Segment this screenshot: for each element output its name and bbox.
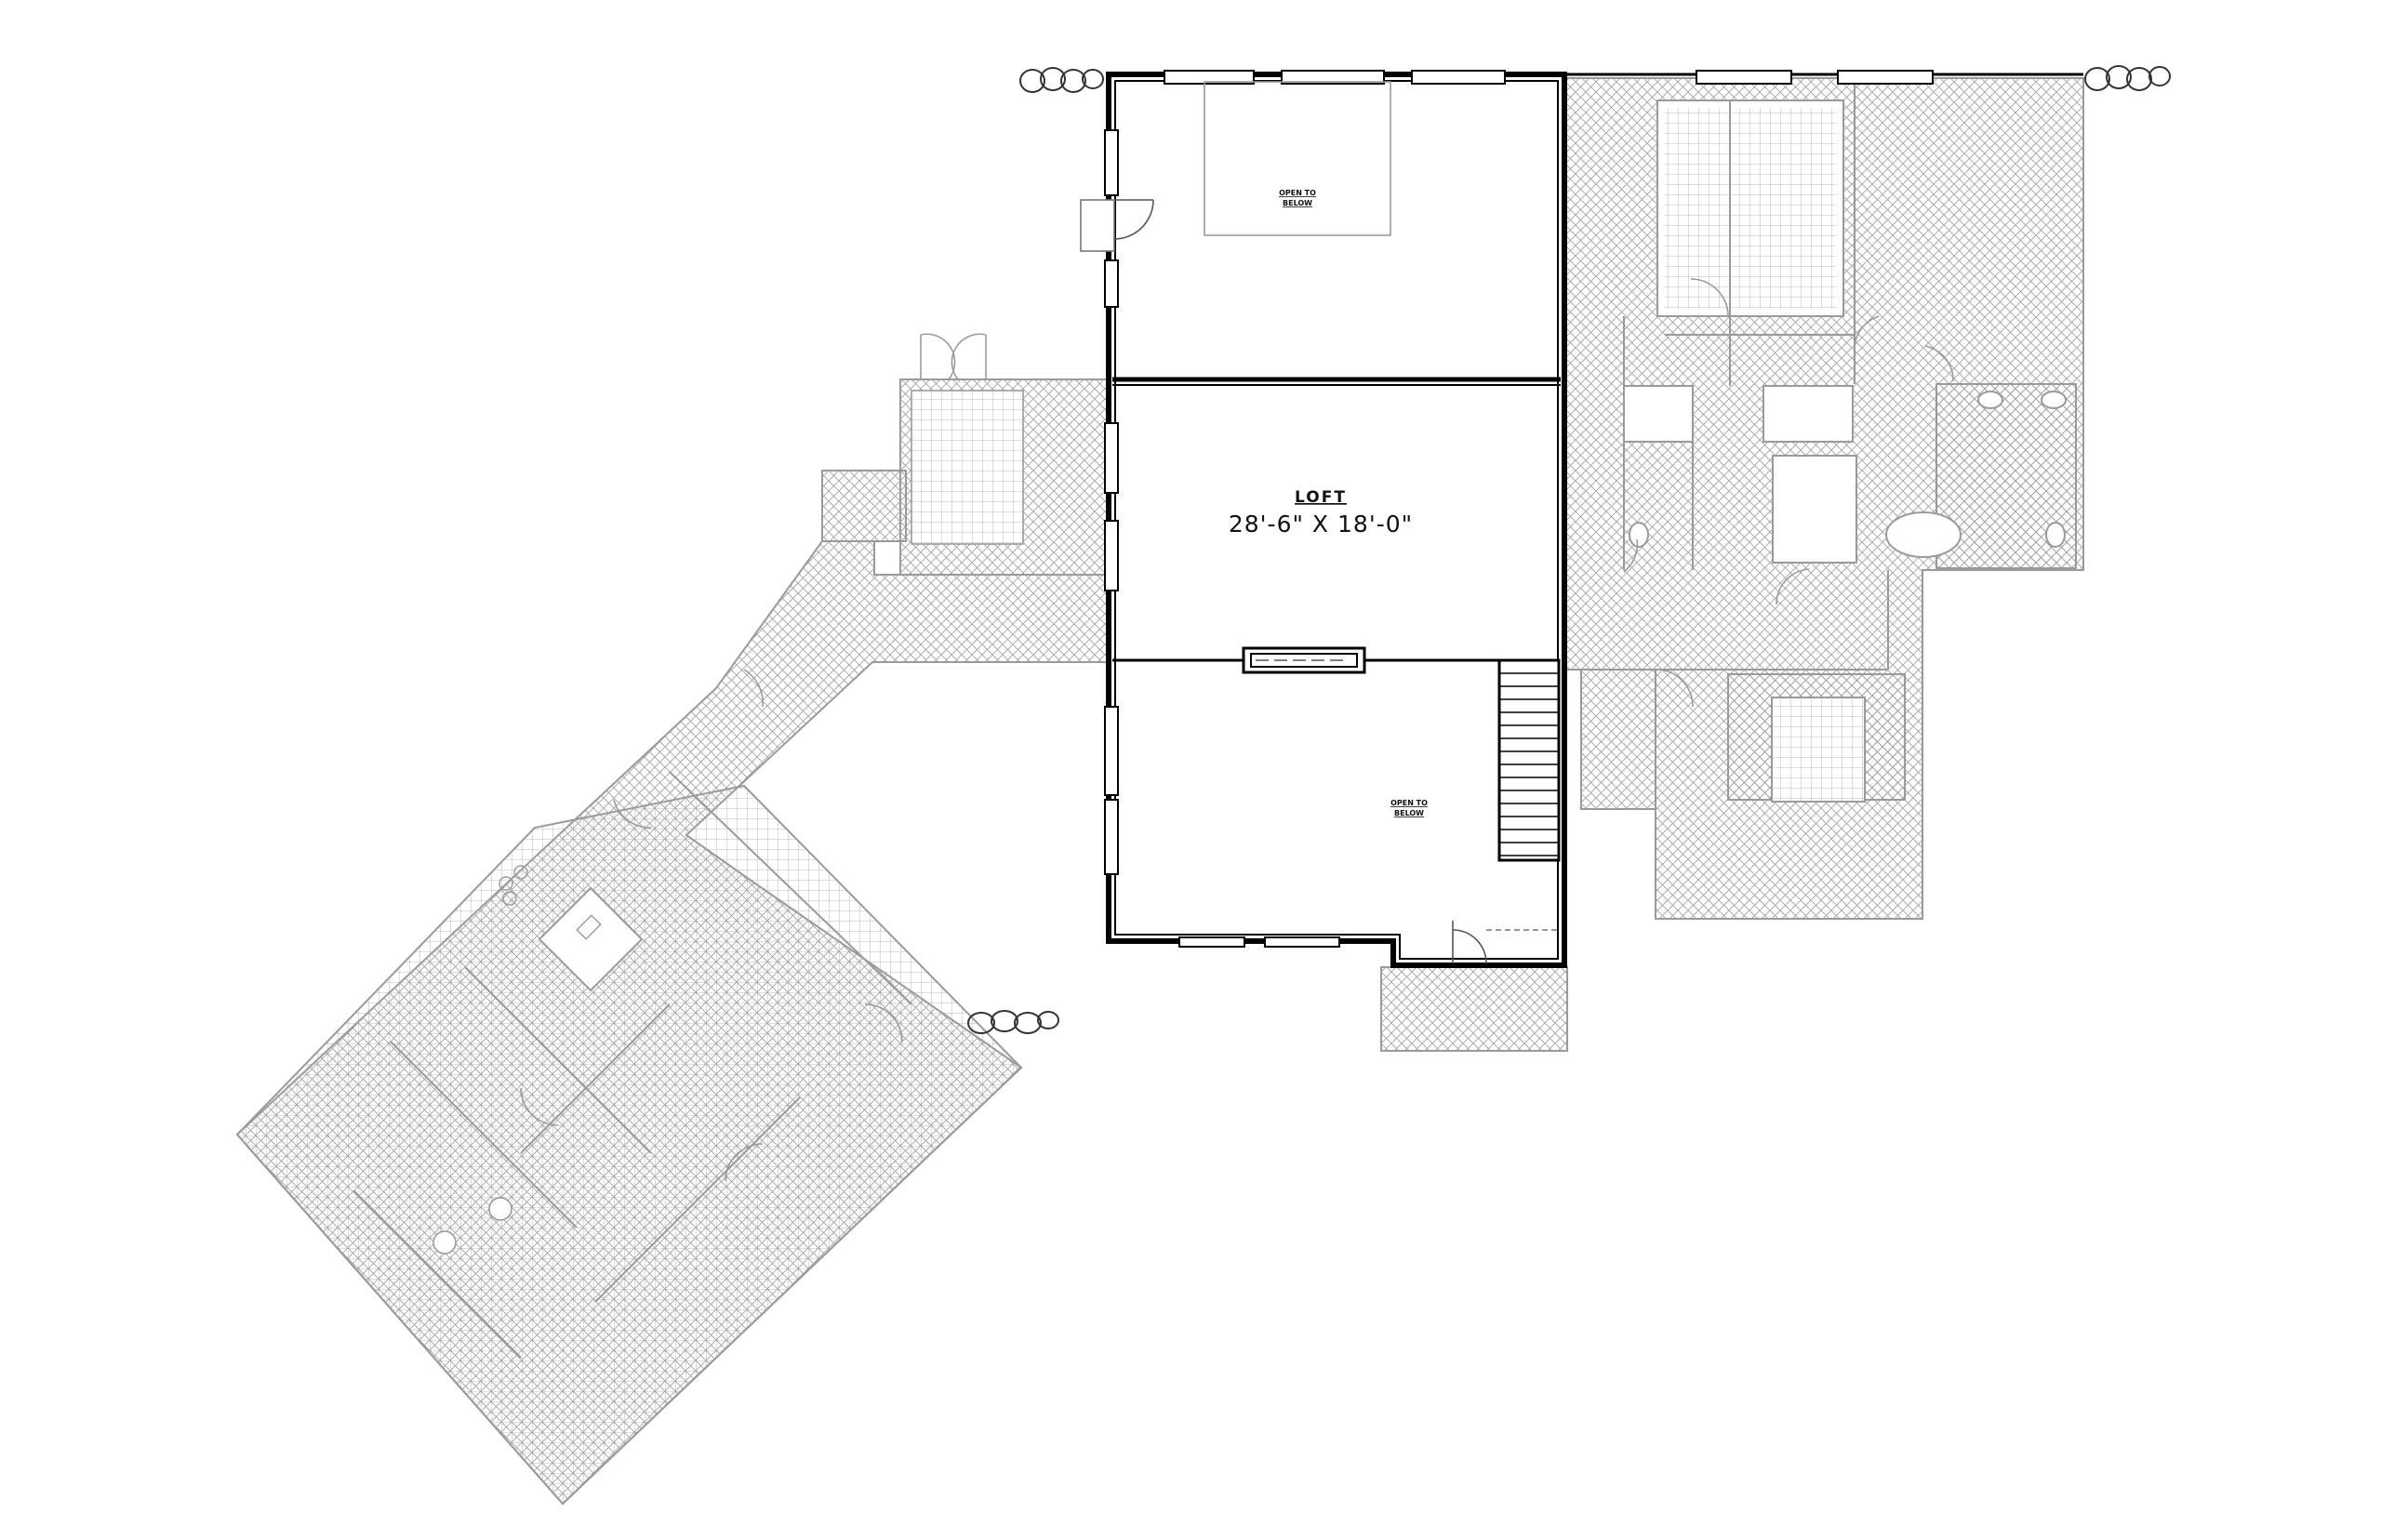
stair: [1497, 658, 1561, 862]
note-open-to-below-1-line2: BELOW: [1283, 199, 1312, 207]
shrub-cluster-top-right: [2084, 65, 2171, 91]
kitchen-island: [538, 886, 644, 992]
toilet-2: [2045, 522, 2066, 548]
window-top-1: [1164, 70, 1255, 85]
bathtub: [1885, 511, 1962, 558]
front-stoop: [1380, 966, 1568, 1052]
window-left-1: [1104, 129, 1119, 196]
window-bottom-2: [1264, 936, 1340, 948]
upper-open-to-below-outline: [1204, 81, 1391, 236]
window-left-6: [1104, 799, 1119, 875]
entry-door-swing: [1452, 929, 1487, 964]
toilet-1: [1629, 522, 1649, 548]
window-left-3: [1104, 422, 1119, 494]
upper-floor: LOFT 28'-6" X 18'-0" OPEN TO BELOW OPEN …: [1080, 70, 1934, 1052]
shower-left: [1623, 385, 1694, 443]
window-top-3: [1411, 70, 1506, 85]
side-porch-below: [821, 470, 907, 542]
window-left-5: [1104, 706, 1119, 796]
window-left-4: [1104, 520, 1119, 591]
sink-1: [1977, 391, 2003, 409]
great-room-below: [235, 784, 1023, 1506]
shrub-cluster-right-wing: [967, 1010, 1059, 1034]
window-top-2: [1281, 70, 1385, 85]
upper-floor-outer-wall: [1106, 72, 1567, 968]
loft-dimensions: 28'-6" X 18'-0": [1229, 511, 1413, 538]
window-bottom-1: [1178, 936, 1245, 948]
shrub-cluster-top-left: [1019, 67, 1104, 93]
balcony-door-swing: [1113, 199, 1154, 240]
note-open-to-below-2-line2: BELOW: [1394, 809, 1424, 817]
balcony-door-frame: [1080, 199, 1115, 252]
bath-closet: [1772, 455, 1857, 564]
right-wing-below: [1563, 77, 2084, 920]
window-right-1: [1696, 70, 1792, 85]
shower-right: [1762, 385, 1854, 443]
window-right-2: [1837, 70, 1934, 85]
note-open-to-below-1-line1: OPEN TO: [1279, 189, 1316, 197]
diagonal-wing-below: [235, 333, 1110, 1506]
sink-2: [2041, 391, 2067, 409]
window-left-2: [1104, 259, 1119, 308]
note-open-to-below-2-line1: OPEN TO: [1390, 799, 1428, 807]
loft-name: LOFT: [1295, 488, 1347, 507]
